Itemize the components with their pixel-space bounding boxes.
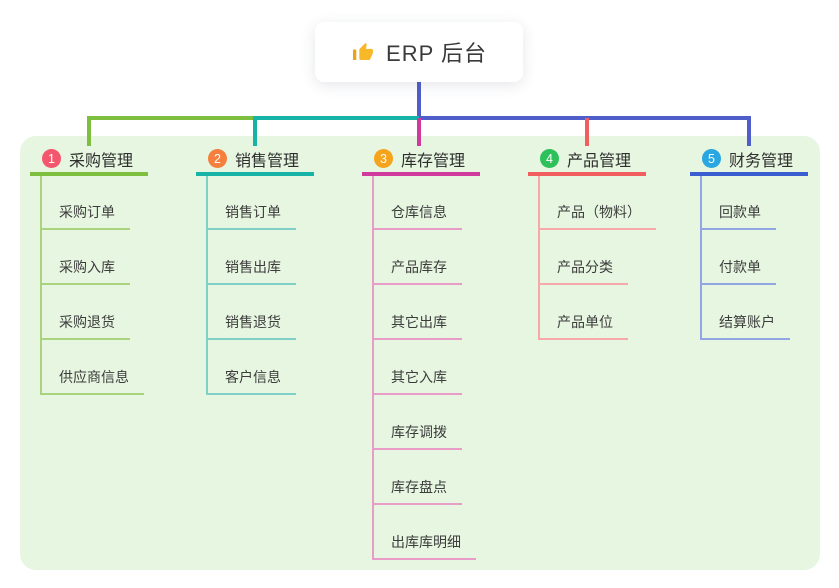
child-item: 采购入库	[42, 230, 148, 285]
child-item-label[interactable]: 供应商信息	[42, 369, 144, 395]
branch-finance: 5 财务管理 回款单 付款单 结算账户	[690, 145, 808, 340]
child-item-label[interactable]: 产品单位	[540, 314, 628, 340]
child-item: 其它入库	[374, 340, 480, 395]
child-item-label[interactable]: 销售出库	[208, 259, 296, 285]
child-item-label[interactable]: 采购退货	[42, 314, 130, 340]
child-item: 其它出库	[374, 285, 480, 340]
branch-header-finance[interactable]: 5 财务管理	[690, 145, 808, 176]
branch-badge: 3	[374, 149, 393, 168]
branch-badge: 5	[702, 149, 721, 168]
root-connector-line	[417, 82, 421, 118]
branch-title: 产品管理	[567, 152, 632, 170]
child-item: 回款单	[702, 176, 808, 230]
branch-children: 仓库信息 产品库存 其它出库 其它入库 库存调拨 库存盘点 出库库明细	[372, 176, 480, 560]
child-item-label[interactable]: 其它出库	[374, 314, 462, 340]
child-item-label[interactable]: 客户信息	[208, 369, 296, 395]
child-item-label[interactable]: 回款单	[702, 204, 776, 230]
child-item: 出库库明细	[374, 505, 480, 560]
child-item-label[interactable]: 产品分类	[540, 259, 628, 285]
branch-children: 采购订单 采购入库 采购退货 供应商信息	[40, 176, 148, 395]
child-item: 采购退货	[42, 285, 148, 340]
connector-drop-purchase	[87, 118, 91, 146]
child-item-label[interactable]: 采购入库	[42, 259, 130, 285]
child-item: 销售退货	[208, 285, 314, 340]
child-item-label[interactable]: 其它入库	[374, 369, 462, 395]
branch-header-purchase[interactable]: 1 采购管理	[30, 145, 148, 176]
branch-badge: 2	[208, 149, 227, 168]
connector-drop-product	[585, 118, 589, 146]
branch-badge: 4	[540, 149, 559, 168]
child-item: 产品分类	[540, 230, 656, 285]
branch-children: 回款单 付款单 结算账户	[700, 176, 808, 340]
child-item-label[interactable]: 产品库存	[374, 259, 462, 285]
child-item-label[interactable]: 结算账户	[702, 314, 790, 340]
branch-title: 财务管理	[729, 152, 794, 170]
branch-inventory: 3 库存管理 仓库信息 产品库存 其它出库 其它入库 库存调拨 库存盘点 出库库…	[362, 145, 480, 560]
child-item-label[interactable]: 仓库信息	[374, 204, 462, 230]
child-item: 产品库存	[374, 230, 480, 285]
thumbs-up-icon	[351, 40, 375, 64]
branch-children: 销售订单 销售出库 销售退货 客户信息	[206, 176, 314, 395]
branch-purchase: 1 采购管理 采购订单 采购入库 采购退货 供应商信息	[30, 145, 148, 395]
branch-title: 采购管理	[69, 152, 134, 170]
branch-header-inventory[interactable]: 3 库存管理	[362, 145, 480, 176]
child-item: 采购订单	[42, 176, 148, 230]
root-node-label: ERP 后台	[386, 41, 487, 66]
child-item-label[interactable]: 产品（物料）	[540, 204, 656, 230]
connector-horizontal-left-teal	[253, 116, 419, 120]
connector-drop-inventory	[417, 118, 421, 146]
branch-header-sales[interactable]: 2 销售管理	[196, 145, 314, 176]
child-item-label[interactable]: 销售订单	[208, 204, 296, 230]
branch-header-product[interactable]: 4 产品管理	[528, 145, 646, 176]
root-node[interactable]: ERP 后台	[315, 22, 523, 82]
child-item: 产品单位	[540, 285, 656, 340]
branch-sales: 2 销售管理 销售订单 销售出库 销售退货 客户信息	[196, 145, 314, 395]
child-item: 付款单	[702, 230, 808, 285]
child-item: 仓库信息	[374, 176, 480, 230]
child-item: 销售订单	[208, 176, 314, 230]
branch-product: 4 产品管理 产品（物料） 产品分类 产品单位	[528, 145, 656, 340]
child-item-label[interactable]: 采购订单	[42, 204, 130, 230]
child-item-label[interactable]: 出库库明细	[374, 534, 476, 560]
child-item: 客户信息	[208, 340, 314, 395]
child-item: 供应商信息	[42, 340, 148, 395]
child-item-label[interactable]: 付款单	[702, 259, 776, 285]
branch-children: 产品（物料） 产品分类 产品单位	[538, 176, 656, 340]
child-item: 销售出库	[208, 230, 314, 285]
child-item-label[interactable]: 销售退货	[208, 314, 296, 340]
connector-horizontal-left-green	[87, 116, 255, 120]
branch-badge: 1	[42, 149, 61, 168]
child-item-label[interactable]: 库存盘点	[374, 479, 462, 505]
connector-drop-sales	[253, 118, 257, 146]
branch-title: 库存管理	[401, 152, 466, 170]
connector-drop-finance	[747, 118, 751, 146]
branches-panel	[20, 136, 820, 570]
child-item: 结算账户	[702, 285, 808, 340]
child-item: 库存调拨	[374, 395, 480, 450]
branch-title: 销售管理	[235, 152, 300, 170]
child-item-label[interactable]: 库存调拨	[374, 424, 462, 450]
child-item: 库存盘点	[374, 450, 480, 505]
child-item: 产品（物料）	[540, 176, 656, 230]
